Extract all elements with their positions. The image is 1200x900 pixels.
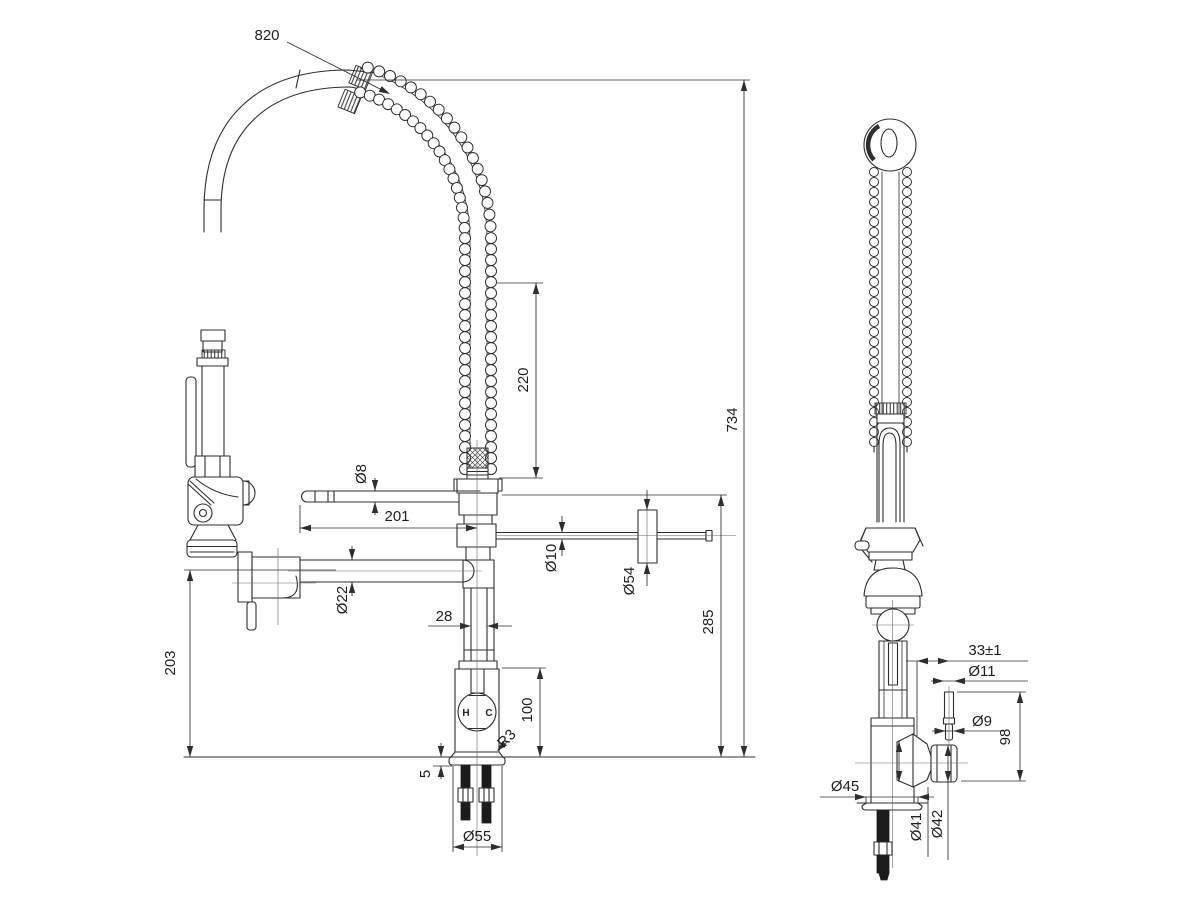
spray-gun bbox=[185, 329, 256, 558]
outlet-flange bbox=[930, 744, 958, 783]
hose-connector bbox=[457, 787, 474, 803]
dim-rod-diameter-9: Ø9 bbox=[972, 713, 992, 730]
holder-bracket bbox=[237, 551, 301, 631]
front-view: H C bbox=[183, 61, 756, 856]
dim-rod-diameter-11: Ø11 bbox=[968, 663, 995, 680]
dim-lever-diameter-10: Ø10 bbox=[543, 544, 560, 572]
side-lever-rod bbox=[495, 509, 713, 564]
side-body bbox=[856, 608, 958, 881]
supply-hoses bbox=[457, 764, 495, 824]
spring-hose-coil bbox=[354, 61, 497, 476]
hose-connector bbox=[478, 787, 495, 803]
gun-trigger-bar bbox=[185, 376, 197, 468]
tail-pipe bbox=[876, 809, 890, 843]
side-spring-coil bbox=[869, 167, 912, 447]
dim-plate-diameter-45: Ø45 bbox=[831, 778, 859, 795]
dim-coil-length: 220 bbox=[515, 367, 532, 392]
dim-base-diameter-55: Ø55 bbox=[463, 828, 491, 845]
hot-label: H bbox=[462, 708, 469, 719]
dim-lever-height-285: 285 bbox=[700, 609, 717, 634]
cold-label: C bbox=[485, 708, 492, 719]
dim-knob-diameter-54: Ø54 bbox=[621, 567, 638, 595]
dim-base-height-100: 100 bbox=[519, 697, 536, 722]
dim-overall-height: 734 bbox=[724, 407, 741, 432]
dim-offset-33: 33±1 bbox=[968, 642, 1001, 659]
dim-holder-height-203: 203 bbox=[162, 650, 179, 675]
gooseneck-arc bbox=[203, 69, 369, 233]
mixer-column: H C bbox=[448, 492, 506, 766]
dim-tube-diameter-22: Ø22 bbox=[334, 586, 351, 614]
trigger-pivot bbox=[193, 503, 213, 523]
dim-flange-diameter-42: Ø42 bbox=[929, 810, 946, 838]
tail-connector bbox=[873, 841, 893, 856]
side-rod-d8 bbox=[301, 490, 481, 503]
centerlines-side bbox=[855, 600, 968, 868]
side-hose bbox=[863, 118, 917, 453]
side-view bbox=[854, 118, 968, 881]
gun-handle bbox=[201, 365, 225, 457]
spray-face bbox=[186, 539, 238, 558]
centerlines-front bbox=[232, 440, 736, 856]
holder-handle-rod bbox=[246, 601, 257, 631]
side-spray-head bbox=[854, 402, 924, 615]
dim-body-diameter-41: Ø41 bbox=[908, 813, 925, 841]
dimension-arrowheads bbox=[186, 80, 1024, 851]
dim-plate-thickness-5: 5 bbox=[417, 770, 434, 778]
holder-peg bbox=[854, 540, 870, 551]
side-base-plate bbox=[861, 802, 923, 811]
dim-rod-diameter-8: Ø8 bbox=[353, 464, 370, 484]
dim-hose-length: 820 bbox=[254, 27, 279, 44]
dim-body-width-28: 28 bbox=[436, 608, 453, 625]
lever-knob-disc bbox=[637, 509, 658, 564]
outlet-boss bbox=[896, 733, 932, 788]
dim-reach-201: 201 bbox=[384, 508, 409, 525]
dimension-lines bbox=[184, 41, 1028, 860]
dim-height-98: 98 bbox=[997, 729, 1014, 746]
support-tube-d22 bbox=[299, 559, 464, 583]
hose-top-loop bbox=[863, 118, 917, 172]
spray-bell-dome bbox=[863, 567, 923, 597]
hose-end-fitting bbox=[453, 447, 503, 494]
